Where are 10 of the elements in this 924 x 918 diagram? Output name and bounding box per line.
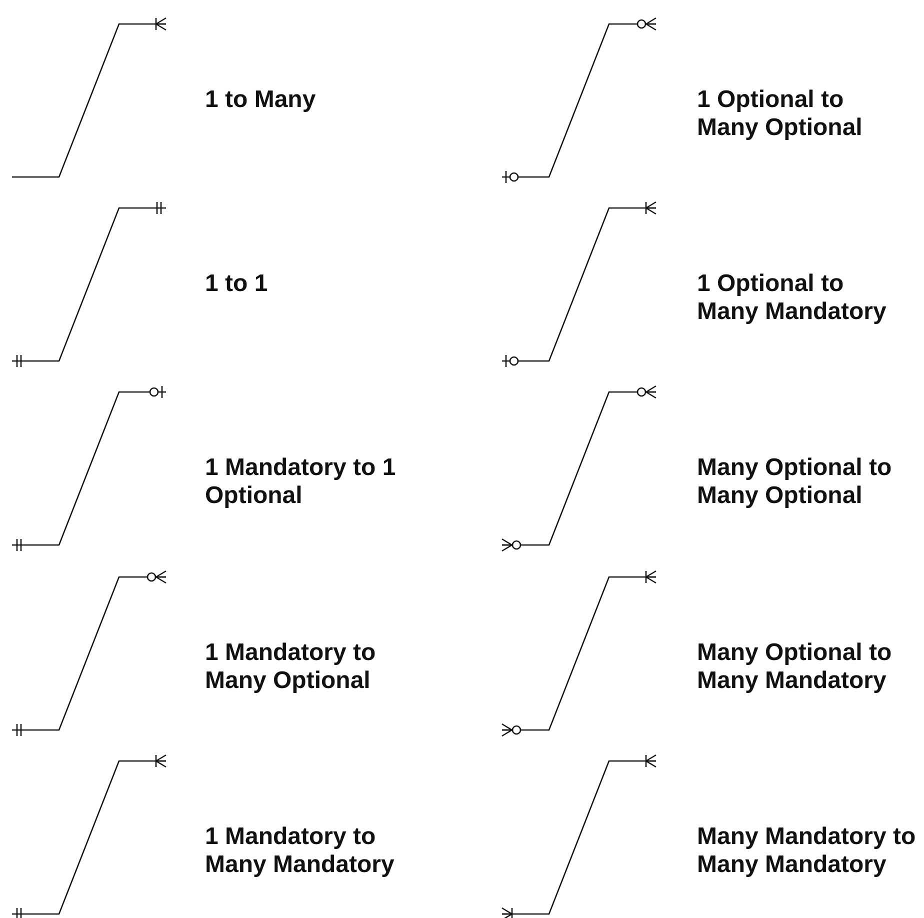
relationship-caption: Many Optional to Many Mandatory	[697, 639, 893, 695]
relationship-caption: 1 Optional to Many Mandatory	[697, 270, 888, 326]
relationship-caption: 1 Mandatory to 1 Optional	[205, 454, 397, 510]
relationship-caption: 1 Optional to Many Optional	[697, 86, 864, 142]
relationship-caption: 1 Mandatory to Many Optional	[205, 639, 377, 695]
relationship-caption: 1 Mandatory to Many Mandatory	[205, 823, 396, 879]
relationship-caption: 1 to Many	[205, 86, 317, 114]
relationship-caption: Many Optional to Many Optional	[697, 454, 893, 510]
relationship-caption: 1 to 1	[205, 270, 269, 298]
relationship-caption: Many Mandatory to Many Mandatory	[697, 823, 917, 879]
